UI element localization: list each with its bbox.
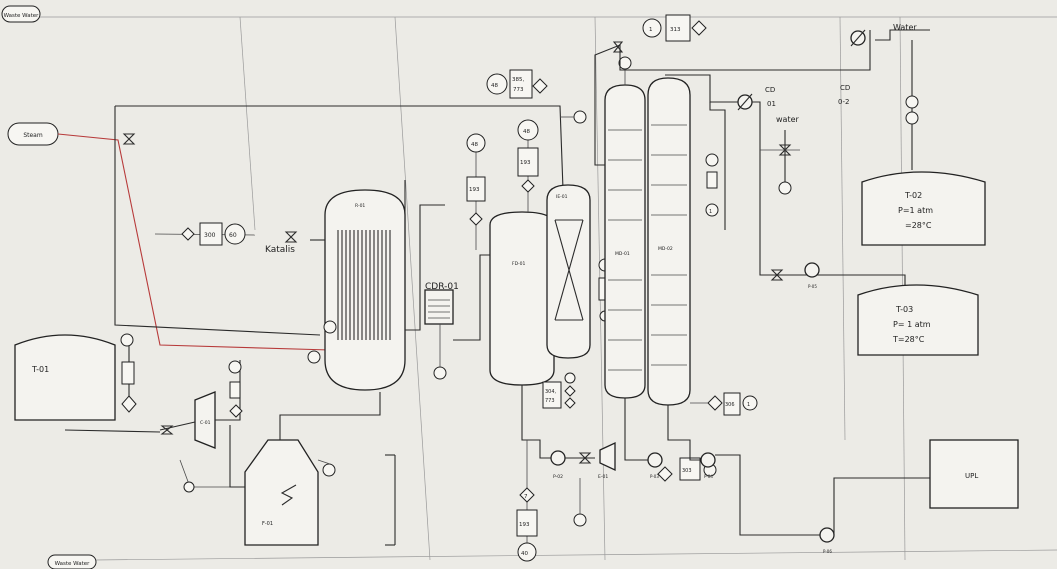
svg-text:CD: CD: [840, 84, 850, 92]
svg-text:P-06: P-06: [823, 549, 832, 554]
svg-text:Waste Water: Waste Water: [55, 561, 91, 567]
pump-p02: P-02: [550, 450, 566, 480]
tank-t02: T-02 P=1 atm =28°C: [861, 171, 986, 246]
waste-water-top-terminator: Waste Water: [1, 5, 41, 23]
condenser-cd02: CD 0-2: [838, 29, 866, 106]
condenser-cdr01: CDR-01: [424, 282, 459, 325]
condenser-cd01: CD 01: [737, 86, 776, 111]
svg-text:=28°C: =28°C: [905, 221, 932, 230]
svg-text:P= 1 atm: P= 1 atm: [893, 320, 931, 329]
svg-text:MD-01: MD-01: [615, 251, 630, 257]
distillation-column-md01: MD-01: [604, 84, 646, 399]
svg-text:Steam: Steam: [23, 132, 43, 139]
svg-text:E-01: E-01: [598, 474, 608, 480]
svg-text:40: 40: [521, 551, 528, 557]
svg-text:7: 7: [524, 494, 528, 500]
svg-text:304,: 304,: [545, 389, 557, 395]
stream-tag-306: 306 1: [690, 392, 758, 416]
svg-text:1: 1: [709, 209, 712, 215]
svg-text:CD: CD: [765, 86, 775, 94]
svg-text:313: 313: [670, 27, 681, 33]
svg-text:T-02: T-02: [904, 191, 922, 200]
stream-tag-48-193-b: 48 193: [517, 119, 539, 212]
svg-text:P-04: P-04: [704, 474, 713, 479]
ion-exchanger-ie01: IE-01: [546, 184, 591, 359]
steam-line: [57, 133, 331, 351]
compressor-c01: C-01: [194, 391, 216, 449]
stream-tag-1-1: 1: [705, 153, 719, 217]
svg-text:C-01: C-01: [200, 420, 211, 426]
katalis-label: Katalis: [265, 245, 295, 255]
tank-t03: T-03 P= 1 atm T=28°C: [857, 284, 979, 356]
svg-text:1: 1: [649, 27, 653, 33]
svg-text:193: 193: [469, 187, 480, 193]
svg-text:48: 48: [491, 83, 498, 89]
svg-text:48: 48: [471, 142, 478, 148]
stream-tag-48-385: 48 385, 773: [486, 69, 548, 99]
svg-text:1: 1: [747, 402, 750, 408]
svg-text:193: 193: [520, 160, 531, 166]
svg-text:CDR-01: CDR-01: [425, 282, 459, 292]
stream-tag-304: 304, 773: [542, 372, 576, 409]
svg-text:60: 60: [229, 232, 237, 239]
svg-text:773: 773: [545, 398, 555, 404]
stream-tag-1-313: 1 313: [642, 14, 707, 42]
svg-text:Waste Water: Waste Water: [4, 13, 40, 19]
svg-text:0-2: 0-2: [838, 98, 849, 106]
svg-text:01: 01: [767, 100, 776, 108]
svg-text:385,: 385,: [512, 77, 524, 83]
svg-text:T-03: T-03: [895, 305, 913, 314]
furnace-f01: F-01: [244, 439, 319, 546]
svg-text:306: 306: [725, 402, 735, 408]
svg-text:T-01: T-01: [31, 365, 49, 374]
stream-tag-7-193-40: 7 193 40: [516, 440, 538, 562]
svg-text:48: 48: [523, 129, 530, 135]
svg-text:IE-01: IE-01: [556, 194, 568, 200]
steam-terminator: Steam: [7, 122, 59, 146]
pump-p04: P-04: [700, 452, 716, 479]
svg-text:MD-02: MD-02: [658, 246, 673, 252]
pump-p06: P-06: [819, 527, 835, 554]
svg-text:FD-01: FD-01: [512, 261, 526, 267]
svg-text:UPL: UPL: [965, 472, 978, 480]
water-label-2: water: [776, 115, 800, 124]
water-label-1: Water: [893, 23, 917, 32]
svg-text:P-03: P-03: [650, 474, 659, 479]
stream-tag-48-193-a: 48 193: [466, 133, 486, 250]
svg-text:P-02: P-02: [553, 474, 563, 480]
upl-unit: UPL: [929, 439, 1019, 509]
svg-text:P=1 atm: P=1 atm: [898, 206, 933, 215]
stream-tag-300: 300 60: [154, 222, 256, 246]
svg-text:773: 773: [513, 87, 524, 93]
expander-e01: E-01: [598, 441, 616, 480]
pump-p05: P-05: [804, 262, 820, 289]
svg-text:R-01: R-01: [355, 203, 365, 209]
tank-t01: T-01: [14, 334, 116, 421]
distillation-column-md02: MD-02: [647, 77, 691, 406]
svg-text:T=28°C: T=28°C: [892, 335, 925, 344]
svg-text:300: 300: [204, 232, 216, 239]
svg-text:303: 303: [682, 468, 692, 474]
svg-text:193: 193: [519, 522, 530, 528]
svg-text:F-01: F-01: [262, 521, 273, 527]
reactor-r01: R-01: [324, 189, 406, 391]
pump-p03: P-03: [647, 452, 663, 479]
waste-water-bottom-terminator: Waste Water: [47, 554, 97, 569]
flash-drum-fd01: FD-01: [489, 211, 555, 386]
svg-text:P-05: P-05: [808, 284, 817, 289]
